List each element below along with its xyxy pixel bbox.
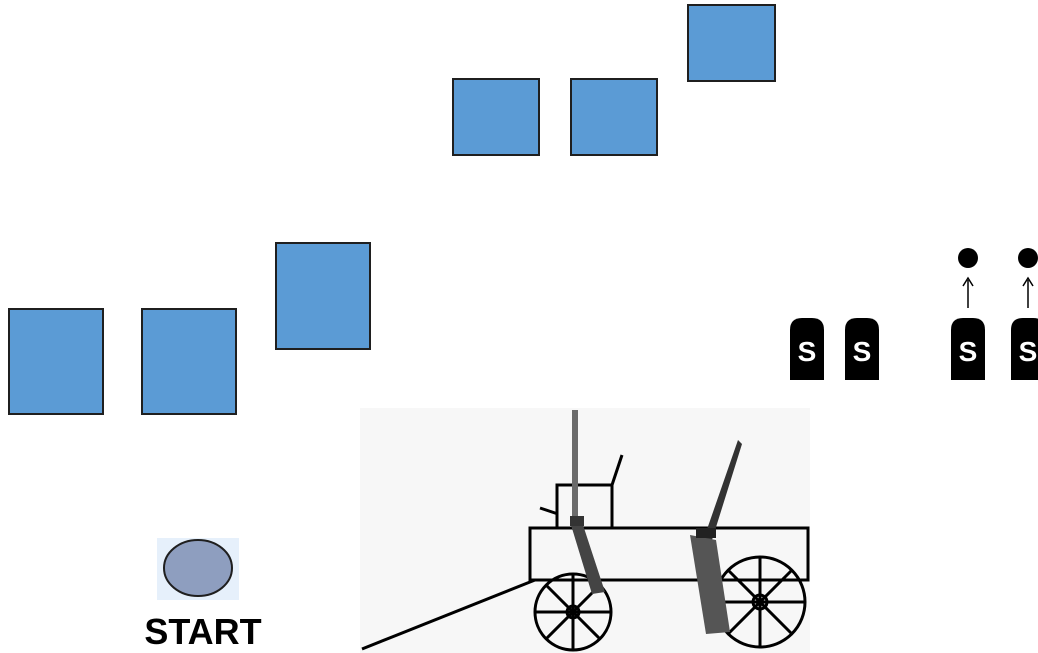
start-label: START: [128, 612, 278, 652]
wagon-icon: [360, 408, 810, 653]
popper-icon: S: [1011, 248, 1038, 380]
steel-target-icon: S: [790, 318, 824, 380]
popper-icon: S: [951, 248, 985, 380]
svg-text:S: S: [1019, 336, 1038, 367]
svg-text:S: S: [798, 336, 817, 367]
svg-text:S: S: [853, 336, 872, 367]
start-marker-icon: [164, 540, 232, 596]
svg-text:S: S: [959, 336, 978, 367]
steel-target-icon: S: [845, 318, 879, 380]
